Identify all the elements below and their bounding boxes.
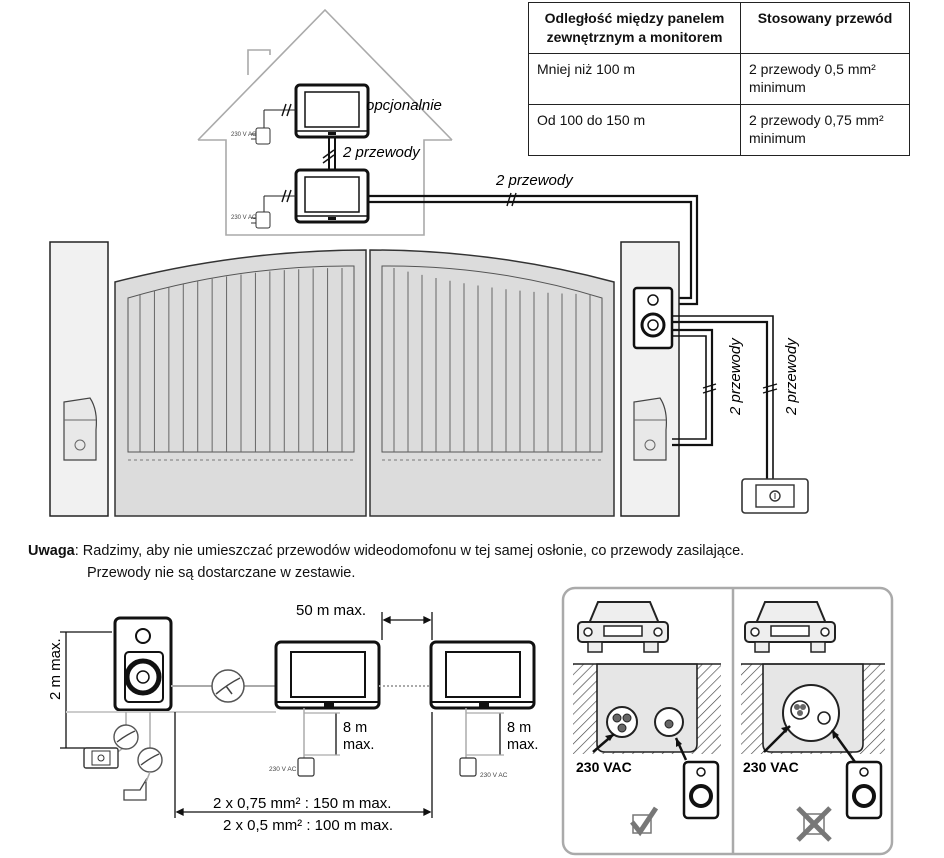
power-label: 230 V AC <box>269 766 297 773</box>
note-text: : Radzimy, aby nie umieszczać przewodów … <box>74 543 745 559</box>
optional-label: opcjonalnie <box>366 97 442 114</box>
house-outline <box>197 8 453 236</box>
distance-label: 50 m max. <box>296 602 366 619</box>
wire-ticks <box>506 192 517 207</box>
table-cell-cable: 2 przewody 0,5 mm² minimum <box>740 52 910 105</box>
monitor-bottom-1 <box>274 640 381 710</box>
cross-icon <box>796 806 832 842</box>
power-label: 230 V AC <box>480 772 508 779</box>
wire-label: 2 przewody <box>783 337 800 416</box>
wire-panel-to-lock <box>672 315 780 491</box>
wire-panel-to-monitor <box>66 685 276 713</box>
cable-table-container: Odległość między panelem zewnętrznym a m… <box>528 2 910 156</box>
intercom-conduit-icon <box>654 707 684 737</box>
power-adapter-icon <box>459 708 477 777</box>
table-cell-cable: 2 przewody 0,75 mm² minimum <box>740 103 910 156</box>
car-icon <box>577 601 669 653</box>
cable-table: Odległość między panelem zewnętrznym a m… <box>528 2 910 156</box>
wire-label: 2 przewody <box>342 144 421 161</box>
height-label: 8 m <box>507 720 531 736</box>
wire-ticks <box>281 103 292 203</box>
car-icon <box>744 601 836 653</box>
power-adapter-icon <box>297 708 315 777</box>
outdoor-panel-bottom <box>113 616 173 712</box>
dimension-monitor-height-2 <box>466 712 504 756</box>
gate-leaf-left <box>114 249 367 517</box>
height-label: max. <box>343 737 374 753</box>
install-panel-frame <box>561 586 894 856</box>
junction-icon <box>211 669 245 703</box>
power-adapter-icon <box>251 109 296 145</box>
gate-motor-right-icon <box>633 397 667 461</box>
gate-pillar-right <box>620 241 680 517</box>
dimension-total-length <box>174 712 433 818</box>
gate-motor-left-icon <box>63 397 97 461</box>
wire-label: 2 przewody <box>495 172 574 189</box>
power-label: 230 V AC <box>231 132 257 138</box>
ground-section-correct <box>573 663 721 754</box>
voltage-label: 230 VAC <box>576 759 632 775</box>
note-label: Uwaga <box>28 543 75 559</box>
note-line-2: Przewody nie są dostarczane w zestawie. <box>87 565 356 581</box>
wire-label: 2 przewody <box>727 337 744 416</box>
monitor-bottom-2 <box>429 640 536 710</box>
dimension-height <box>60 631 112 749</box>
gate-leaf-right <box>369 249 615 517</box>
height-label: max. <box>507 737 538 753</box>
gate-pillar-left <box>49 241 109 517</box>
outdoor-panel-small-icon <box>682 760 720 820</box>
outdoor-panel <box>632 286 674 350</box>
table-cell-distance: Od 100 do 150 m <box>528 103 741 156</box>
door-release-icon <box>123 771 151 801</box>
wire-ticks <box>702 383 778 394</box>
table-header-row: Odległość między panelem zewnętrznym a m… <box>528 2 910 54</box>
table-header-cable: Stosowany przewód <box>740 2 910 54</box>
shared-conduit-icon <box>782 684 840 742</box>
power-label: 230 V AC <box>231 215 257 221</box>
junction-icon <box>137 747 163 773</box>
wire-monitor-to-panel <box>368 194 699 306</box>
monitor-main <box>294 168 370 224</box>
electric-lock-icon <box>741 478 809 514</box>
electric-lock-icon <box>83 747 119 769</box>
monitor-optional <box>294 83 370 139</box>
cable-spec: 2 x 0,75 mm² : 150 m max. <box>213 795 391 812</box>
power-conduit-icon <box>606 706 638 738</box>
junction-icon <box>113 724 139 750</box>
height-label: 2 m max. <box>47 638 64 700</box>
note-line-1: Uwaga: Radzimy, aby nie umieszczać przew… <box>28 540 744 562</box>
warning-note: Uwaga: Radzimy, aby nie umieszczać przew… <box>28 540 744 584</box>
height-label: 8 m <box>343 720 367 736</box>
wire-monitor-to-monitor <box>322 137 336 170</box>
checkmark-icon <box>630 806 659 837</box>
cable-spec: 2 x 0,5 mm² : 100 m max. <box>223 817 393 834</box>
table-row: Od 100 do 150 m 2 przewody 0,75 mm² mini… <box>528 103 910 156</box>
dimension-monitor-height-1 <box>304 712 340 756</box>
dimension-monitor-gap <box>381 612 433 640</box>
power-adapter-icon <box>251 195 296 229</box>
voltage-label: 230 VAC <box>743 759 799 775</box>
outdoor-panel-small-icon <box>845 760 883 820</box>
table-header-distance: Odległość między panelem zewnętrznym a m… <box>528 2 741 54</box>
